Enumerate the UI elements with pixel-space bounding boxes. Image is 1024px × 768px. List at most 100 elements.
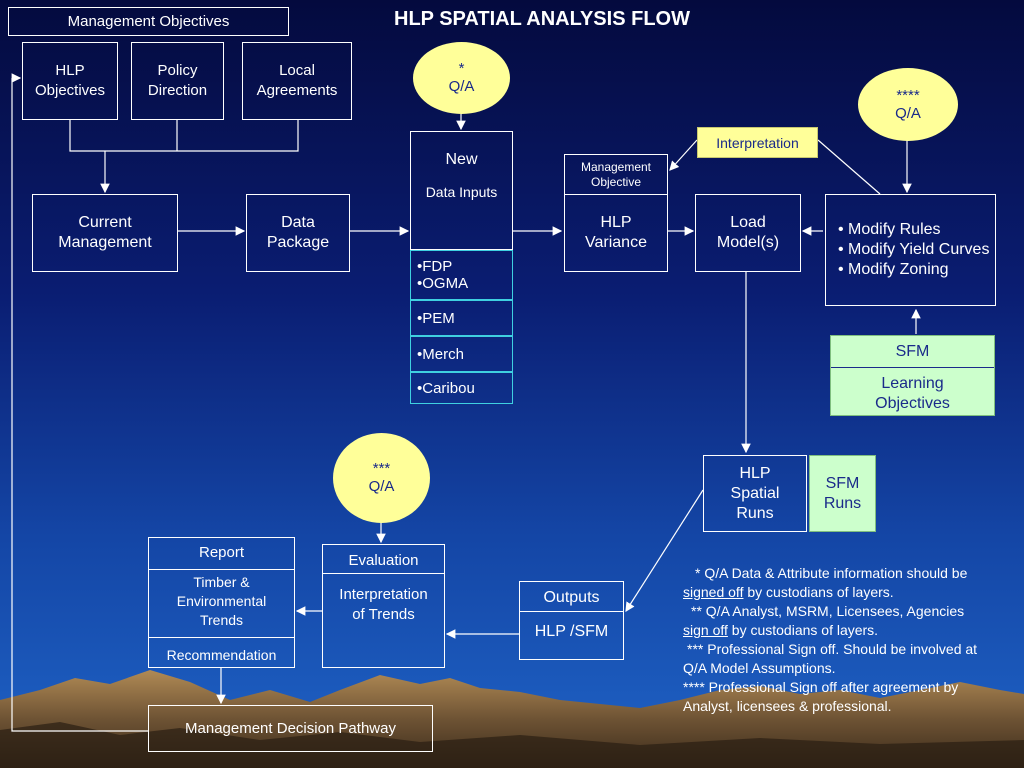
sfm-runs-line2: Runs [823,494,862,512]
evaluation-title: Evaluation [348,552,419,569]
policy-direction-line2: Direction [147,82,208,99]
modify-list-box: • Modify Rules • Modify Yield Curves • M… [825,194,996,306]
management-objective-line1: Management [580,159,652,174]
management-objective-small-box: Management Objective [564,154,668,195]
hlp-spatial-runs-line1: HLP [739,464,771,482]
qa1-label: Q/A [448,78,475,95]
hlp-objectives-line1: HLP [55,62,85,79]
data-package-line2: Package [266,234,330,251]
page-title: HLP SPATIAL ANALYSIS FLOW [394,8,690,30]
modify-zoning-label: Modify Zoning [848,261,949,278]
current-management-box: Current Management [32,194,178,272]
report-divider-bottom [149,637,294,638]
footnote-1-underline: signed off [683,584,744,600]
footnotes: * Q/A Data & Attribute information shoul… [683,564,983,716]
new-inputs-subtitle: Data Inputs [425,184,498,200]
input-item-caribou-box: •Caribou [410,372,513,404]
input-item-merch-box: •Merch [410,336,513,372]
qa-oval-4: **** Q/A [858,68,958,141]
footnote-2: ** Q/A Analyst, MSRM, Licensees, Agencie… [683,602,983,640]
qa-oval-1: * Q/A [413,42,510,114]
current-management-line2: Management [58,234,152,251]
input-item-caribou: •Caribou [417,379,475,397]
sfm-learning-body: Learning Objectives [875,374,950,414]
hlp-variance-box: HLP Variance [564,194,668,272]
hlp-spatial-runs-line3: Runs [736,504,774,522]
hlp-objectives-box: HLP Objectives [22,42,118,120]
qa4-mark: **** [896,86,920,104]
report-body: Timber & Environmental Trends [177,573,267,630]
qa1-mark: * [458,60,465,77]
sfm-learning-body-line2: Objectives [875,395,950,412]
hlp-spatial-runs-box: HLP Spatial Runs [703,455,807,532]
sfm-learning-body-line1: Learning [881,375,944,392]
evaluation-body-line1: Interpretation [339,586,428,603]
report-body-line3: Trends [199,612,244,628]
sfm-learning-title: SFM [895,343,930,360]
sfm-runs-box: SFM Runs [809,455,876,532]
footnote-3: *** Professional Sign off. Should be inv… [683,641,978,676]
modify-rules-item: • Modify Rules [838,221,941,238]
report-box: Report Timber & Environmental Trends Rec… [148,537,295,668]
evaluation-body: Interpretation of Trends [339,585,427,625]
report-footer: Recommendation [166,647,277,663]
footnote-2-underline: sign off [683,622,728,638]
sfm-learning-objectives-box: SFM Learning Objectives [830,335,995,416]
new-data-inputs-box: New Data Inputs [410,131,513,250]
report-divider-top [149,569,294,570]
outputs-body: HLP /SFM [534,623,609,640]
current-management-line1: Current [78,214,132,231]
management-objectives-label: Management Objectives [8,7,289,36]
footnote-1-text-a: * Q/A Data & Attribute information shoul… [695,565,968,581]
qa3-mark: *** [372,460,391,477]
modify-rules-label: Modify Rules [848,221,941,238]
hlp-spatial-runs-line2: Spatial [730,484,780,502]
evaluation-body-line2: of Trends [352,606,415,623]
outputs-divider [520,611,623,612]
local-agreements-box: Local Agreements [242,42,352,120]
outputs-title: Outputs [543,589,600,606]
input-item-fdp: •FDP [417,258,453,275]
outputs-box: Outputs HLP /SFM [519,581,624,660]
management-decision-pathway-box: Management Decision Pathway [148,705,433,752]
sfm-learning-divider [831,367,994,368]
hlp-variance-line1: HLP [600,214,632,231]
report-body-line1: Timber & [193,574,250,590]
management-objective-line2: Objective [590,174,642,189]
input-item-ogma: •OGMA [417,275,469,292]
interpretation-box: Interpretation [697,127,818,158]
modify-yield-curves-label: Modify Yield Curves [848,241,990,258]
input-item-merch: •Merch [417,345,464,363]
input-item-pem: •PEM [417,309,455,327]
modify-zoning-item: • Modify Zoning [838,261,949,278]
local-agreements-line2: Agreements [256,82,338,99]
new-inputs-title: New [445,151,478,168]
data-package-box: Data Package [246,194,350,272]
footnote-1: * Q/A Data & Attribute information shoul… [683,564,983,602]
load-models-line2: Model(s) [716,234,780,251]
evaluation-box: Evaluation Interpretation of Trends [322,544,445,668]
report-title: Report [198,544,245,561]
report-body-line2: Environmental [176,593,267,609]
qa3-label: Q/A [368,478,395,495]
footnote-4: **** Professional Sign off after agreeme… [683,679,959,714]
sfm-runs-line1: SFM [825,474,860,492]
local-agreements-line1: Local [279,62,315,79]
policy-direction-box: Policy Direction [131,42,224,120]
footnote-1-text-b: by custodians of layers. [743,584,894,600]
qa4-label: Q/A [895,104,921,122]
input-item-pem-box: •PEM [410,300,513,336]
modify-yield-curves-item: • Modify Yield Curves [838,241,990,258]
data-package-line1: Data [281,214,315,231]
input-item-fdp-ogma: •FDP •OGMA [410,250,513,300]
hlp-variance-line2: Variance [585,234,647,251]
load-models-box: Load Model(s) [695,194,801,272]
evaluation-divider [323,573,444,574]
load-models-line1: Load [730,214,766,231]
policy-direction-line1: Policy [157,62,198,79]
qa-oval-3: *** Q/A [333,433,430,523]
footnote-2-text-a: ** Q/A Analyst, MSRM, Licensees, Agencie… [691,603,965,619]
footnote-2-text-b: by custodians of layers. [727,622,879,638]
